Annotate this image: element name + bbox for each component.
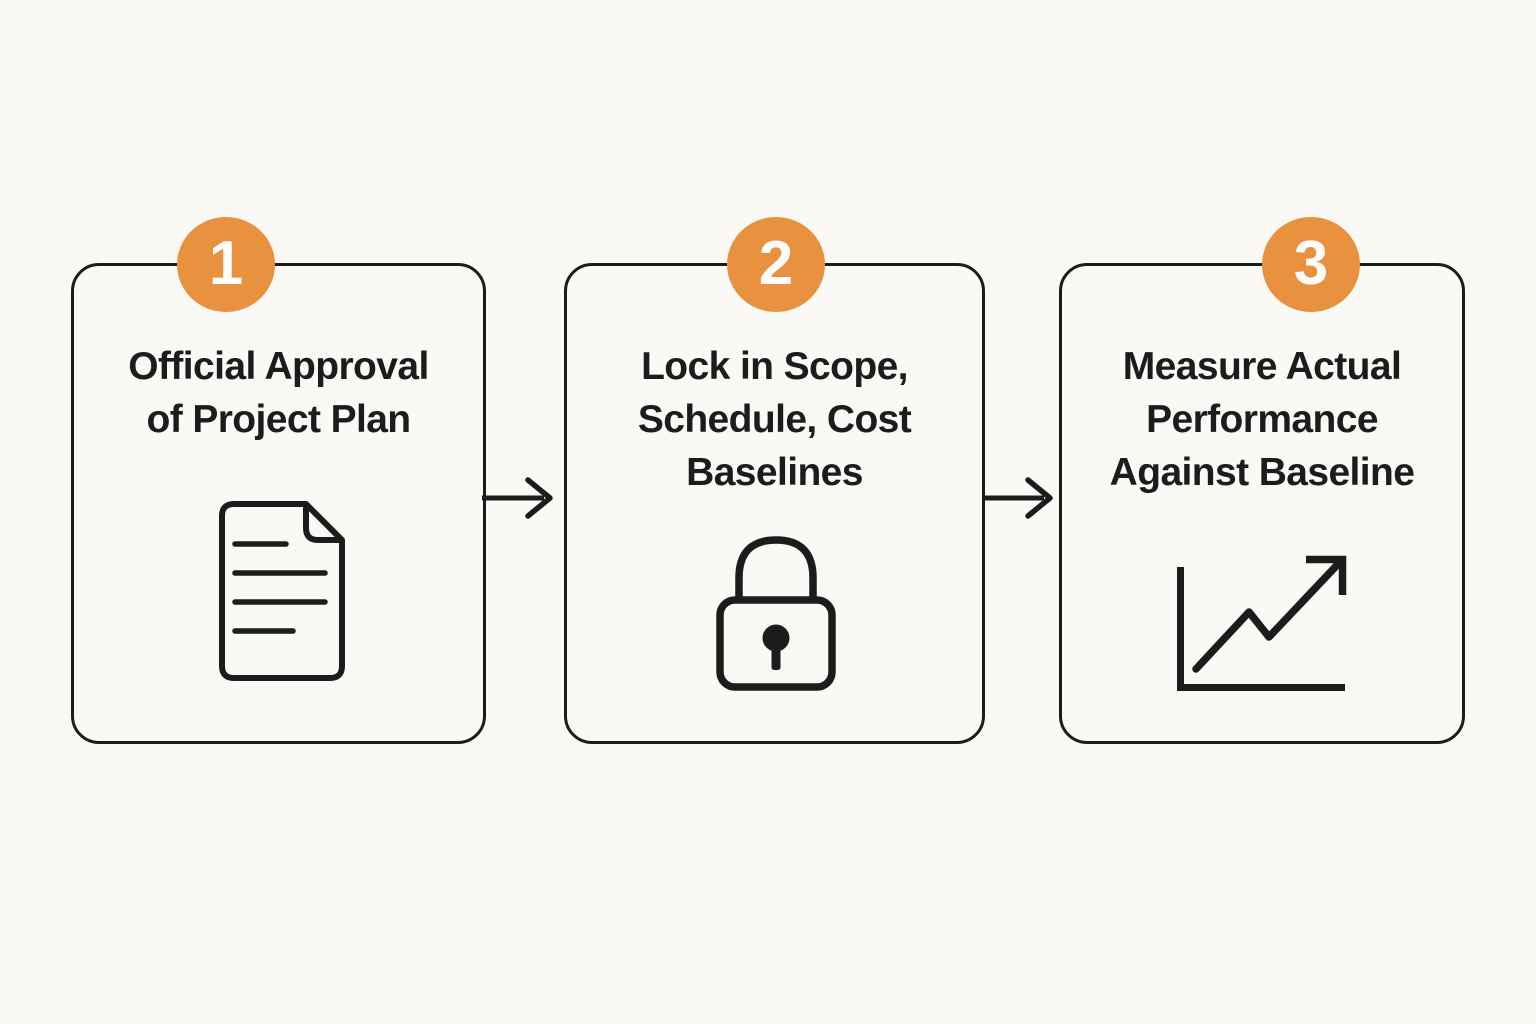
trending-up-chart-icon bbox=[1176, 555, 1350, 700]
badge-number: 2 bbox=[758, 228, 794, 298]
step-card-1: 1 Official Approval of Project Plan bbox=[71, 217, 486, 744]
step-title: Lock in Scope, Schedule, Cost Baselines bbox=[637, 345, 912, 494]
step-title: Measure Actual Performance Against Basel… bbox=[1109, 345, 1415, 494]
badge-number: 1 bbox=[208, 228, 244, 298]
step-badge-3: 3 bbox=[1262, 217, 1360, 312]
step-badge-1: 1 bbox=[177, 217, 275, 312]
arrow-right-icon bbox=[482, 477, 556, 524]
step-card-2: 2 Lock in Scope, Schedule, Cost Baseline… bbox=[564, 217, 985, 744]
document-icon bbox=[207, 499, 357, 688]
arrow-right-icon bbox=[982, 477, 1056, 524]
lock-icon bbox=[715, 534, 837, 697]
step-badge-2: 2 bbox=[727, 217, 825, 312]
step-card-3: 3 Measure Actual Performance Against Bas… bbox=[1059, 217, 1465, 744]
badge-number: 3 bbox=[1293, 228, 1329, 298]
step-title: Official Approval of Project Plan bbox=[128, 345, 429, 441]
